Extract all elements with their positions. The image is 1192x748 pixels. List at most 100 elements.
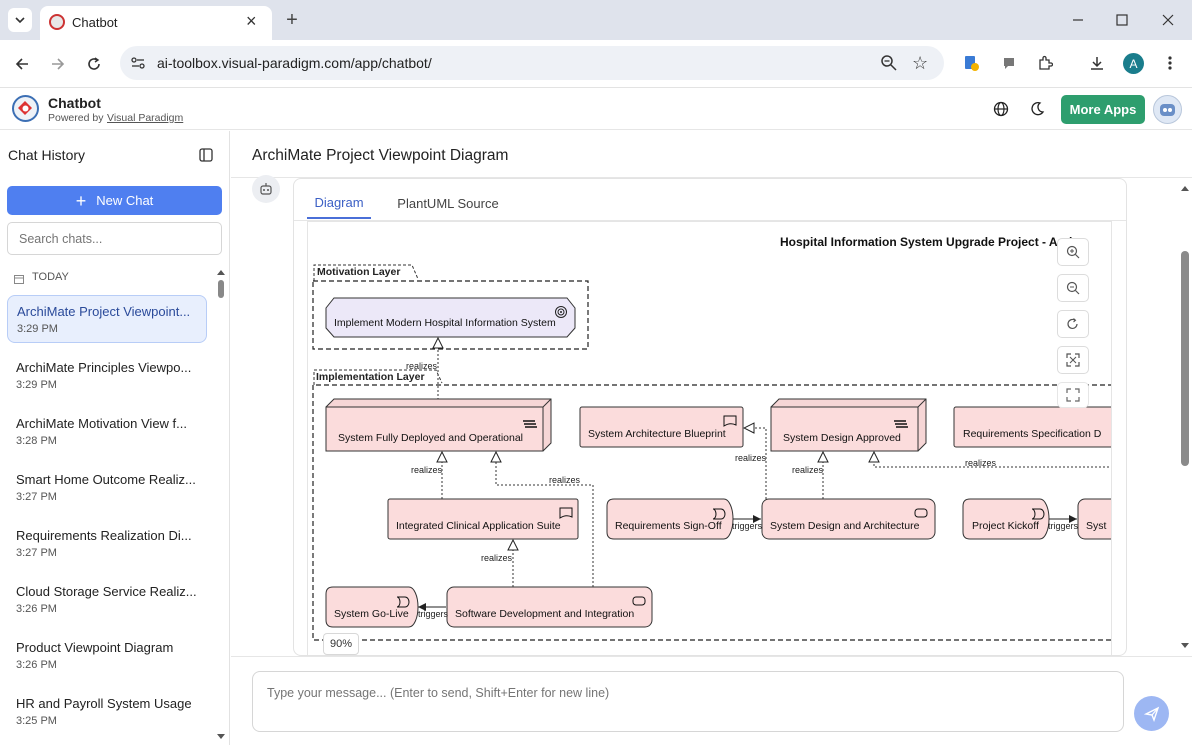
chat-item[interactable]: ArchiMate Motivation View f... 3:28 PM [7,408,207,456]
powered-by-prefix: Powered by [48,112,104,124]
url-text[interactable]: ai-toolbox.visual-paradigm.com/app/chatb… [157,55,432,71]
event-golive[interactable] [325,586,419,628]
chat-item-time: 3:26 PM [16,603,57,615]
realizes-label: realizes [549,475,581,485]
work-package-next[interactable] [1077,498,1112,540]
tab-diagram[interactable]: Diagram [307,188,371,219]
sidebar-title: Chat History [8,147,86,163]
fully-deployed-label: System Fully Deployed and Operational [338,432,523,444]
chat-extension-icon[interactable] [998,52,1020,74]
tab-diagram-label: Diagram [314,195,364,210]
minimize-icon[interactable] [1066,6,1090,34]
bot-avatar-icon[interactable] [1153,95,1182,124]
realizes-label: realizes [406,361,438,371]
work-dev-integration[interactable] [446,586,653,628]
design-approved-label: System Design Approved [783,432,901,444]
chat-item[interactable]: Product Viewpoint Diagram 3:26 PM [7,632,207,680]
browser-tab[interactable]: Chatbot × [40,6,272,40]
maximize-icon[interactable] [1110,6,1134,34]
bookmark-star-icon[interactable]: ☆ [912,53,929,73]
tab-plantuml-source[interactable]: PlantUML Source [391,188,505,219]
dark-mode-moon-icon[interactable] [1026,98,1048,120]
fit-view-button[interactable] [1057,346,1089,374]
search-chats-input[interactable] [7,222,222,255]
tab-close-icon[interactable]: × [246,11,257,31]
clinical-suite-label: Integrated Clinical Application Suite [396,520,561,532]
bot-message-icon [252,175,280,203]
goal-element[interactable] [325,297,576,338]
sidebar-scrollbar[interactable] [216,267,226,743]
site-settings-icon[interactable] [130,55,146,76]
kickoff-label: Project Kickoff [972,520,1039,532]
chat-item[interactable]: ArchiMate Project Viewpoint... 3:29 PM [7,295,207,343]
chat-item[interactable]: HR and Payroll System Usage 3:25 PM [7,688,207,736]
language-globe-icon[interactable] [990,98,1012,120]
chat-item[interactable]: Cloud Storage Service Realiz... 3:26 PM [7,576,207,624]
new-tab-icon[interactable]: + [286,8,298,31]
profile-avatar[interactable]: A [1123,53,1144,74]
reload-icon[interactable] [82,52,106,76]
deliverable-fully-deployed[interactable] [325,398,552,452]
requirements-spec-label: Requirements Specification D [963,428,1102,440]
profile-initial: A [1129,56,1138,71]
calendar-icon [14,271,24,289]
address-bar[interactable]: ai-toolbox.visual-paradigm.com/app/chatb… [120,46,944,80]
tab-search-icon[interactable] [8,8,32,32]
extensions-puzzle-icon[interactable] [1034,52,1056,74]
realizes-label: realizes [965,458,997,468]
message-input[interactable] [252,671,1124,732]
deliverable-design-approved[interactable] [770,398,927,452]
next-work-label: Syst [1086,520,1107,532]
more-apps-button[interactable]: More Apps [1061,95,1145,124]
new-chat-button[interactable]: + New Chat [7,186,222,215]
app-name: Chatbot [48,95,101,111]
blueprint-label: System Architecture Blueprint [588,428,726,440]
extension-icon[interactable] [960,52,982,74]
chat-item-time: 3:27 PM [16,491,57,503]
event-kickoff[interactable] [962,498,1050,540]
chat-item[interactable]: ArchiMate Principles Viewpo... 3:29 PM [7,352,207,400]
event-icon [396,596,410,608]
realizes-connector [745,428,767,499]
deliverable-icon [894,420,908,428]
diagram-message-card: Diagram PlantUML Source Hospital Informa… [293,178,1127,656]
motivation-layer-label: Motivation Layer [317,266,400,278]
powered-by-link[interactable]: Visual Paradigm [107,112,184,124]
browser-menu-icon[interactable] [1160,52,1180,74]
triggers-label: triggers [418,609,449,619]
blueprint-element[interactable] [579,406,744,448]
zoom-level-badge: 90% [323,633,359,655]
page-title: ArchiMate Project Viewpoint Diagram [252,147,509,164]
chat-item[interactable]: Smart Home Outcome Realiz... 3:27 PM [7,464,207,512]
deliverable-icon [523,420,537,428]
browser-tab-strip: Chatbot × + [0,0,1192,40]
send-button[interactable] [1134,696,1169,731]
work-package-icon [914,508,928,518]
zoom-out-button[interactable] [1057,274,1089,302]
forward-icon[interactable] [46,52,70,76]
main-scrollbar[interactable] [1179,181,1191,653]
chat-item-title: HR and Payroll System Usage [16,696,192,711]
diagram-viewport[interactable]: Hospital Information System Upgrade Proj… [307,221,1112,655]
collapse-sidebar-icon[interactable] [196,145,216,165]
close-window-icon[interactable] [1156,6,1180,34]
goal-label: Implement Modern Hospital Information Sy… [334,317,556,329]
archimate-diagram: Hospital Information System Upgrade Proj… [312,235,1112,641]
zoom-in-button[interactable] [1057,238,1089,266]
chat-item-title: Smart Home Outcome Realiz... [16,472,196,487]
work-design-architecture[interactable] [761,498,936,540]
chat-item-title: Product Viewpoint Diagram [16,640,174,655]
back-icon[interactable] [10,52,34,76]
event-signoff[interactable] [606,498,734,540]
chat-item-title: Cloud Storage Service Realiz... [16,584,197,599]
golive-label: System Go-Live [334,608,409,620]
clinical-suite-element[interactable] [387,498,579,540]
fullscreen-button[interactable] [1057,382,1089,408]
download-icon[interactable] [1086,52,1108,74]
requirements-spec-element[interactable] [953,406,1112,448]
reset-view-button[interactable] [1057,310,1089,338]
zoom-icon[interactable] [880,54,898,77]
implementation-layer-label: Implementation Layer [316,371,425,383]
plus-icon: + [75,190,87,211]
chat-item[interactable]: Requirements Realization Di... 3:27 PM [7,520,207,568]
